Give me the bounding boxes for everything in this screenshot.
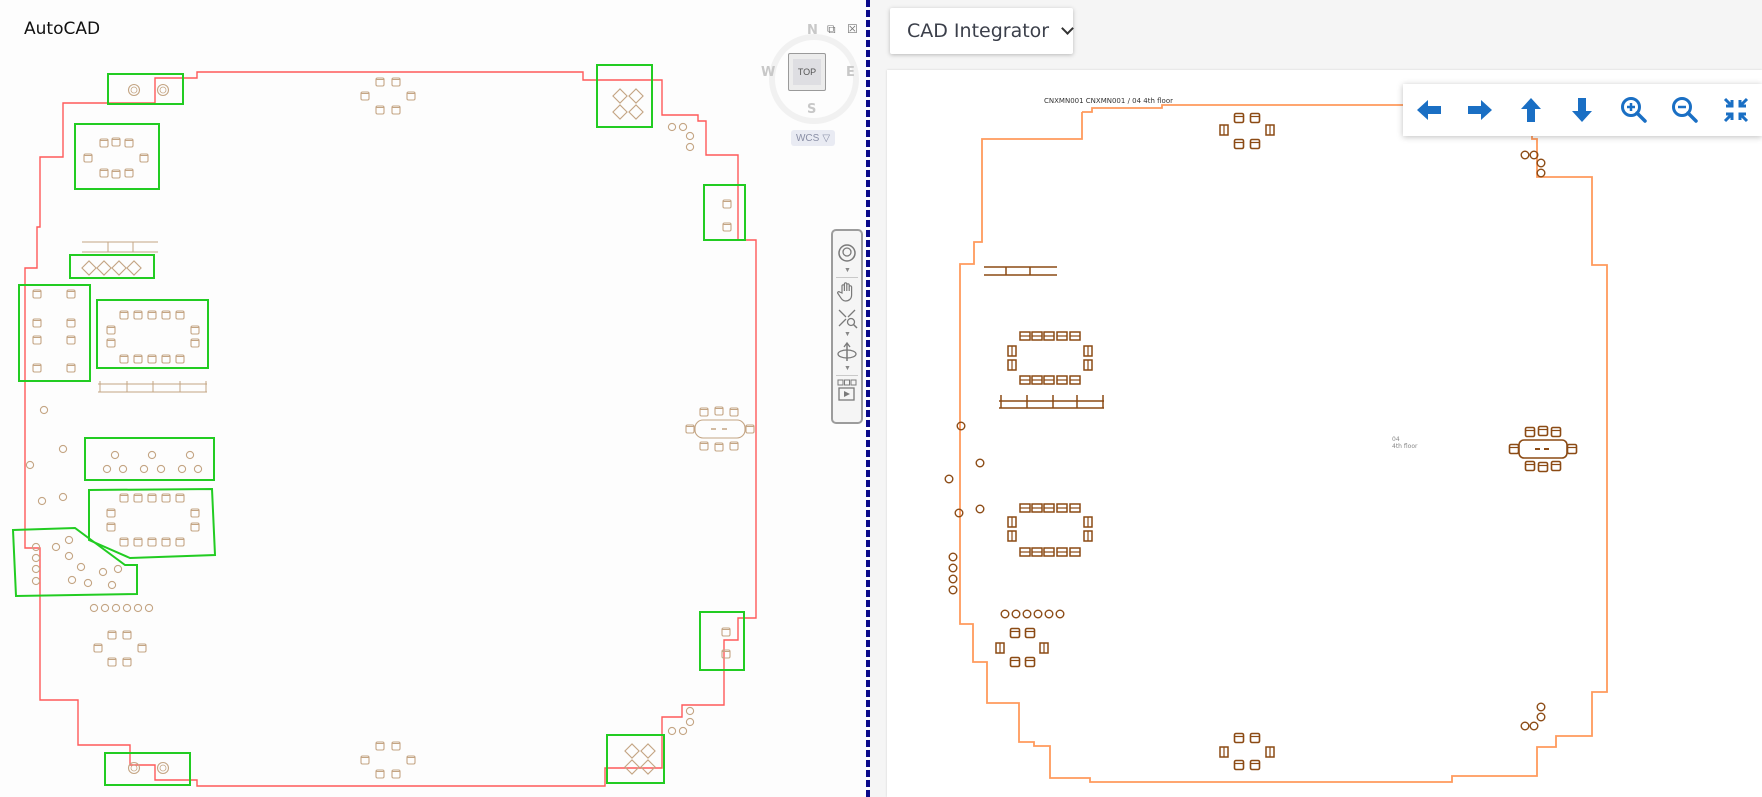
bench-1 — [82, 241, 158, 253]
app-selector-label: CAD Integrator — [907, 20, 1050, 42]
diamond-chairs-bottom-right — [624, 743, 656, 775]
compass-east[interactable]: E — [846, 65, 855, 80]
stools-left — [944, 421, 1065, 619]
bench-top-left — [984, 266, 1057, 276]
zoom-out-button[interactable] — [1659, 84, 1710, 136]
viewcube-top-face[interactable]: TOP — [788, 53, 826, 91]
drawing-path-label: CNXMN001 CNXMN001 / 04 4th floor — [1044, 97, 1173, 105]
integrator-floor-plan[interactable] — [887, 70, 1762, 797]
pan-right-button[interactable] — [1454, 84, 1505, 136]
diamond-chairs-row — [81, 260, 142, 276]
zoom-extents-icon[interactable] — [836, 307, 858, 329]
pan-down-button[interactable] — [1557, 84, 1608, 136]
lounge-bottom-center — [1219, 732, 1275, 771]
lounge-top-center — [1219, 112, 1275, 150]
steering-wheel-icon[interactable] — [836, 243, 858, 263]
meeting-table-1 — [1007, 331, 1093, 385]
zoom-in-button[interactable] — [1608, 84, 1659, 136]
pan-left-button[interactable] — [1403, 84, 1454, 136]
meeting-chairs-3 — [106, 493, 200, 547]
caret-down-icon: ▽ — [822, 132, 831, 144]
stools-right — [667, 122, 695, 736]
pan-hand-icon[interactable] — [836, 281, 858, 303]
meeting-chairs-2 — [106, 310, 200, 364]
fit-to-screen-button[interactable] — [1711, 84, 1762, 136]
chevron-down-icon — [1061, 22, 1074, 35]
arrow-down-icon — [1572, 98, 1593, 122]
oval-table-right — [685, 406, 755, 452]
compass-north[interactable]: N — [807, 23, 818, 38]
caret-down-icon[interactable]: ▼ — [844, 267, 851, 274]
meeting-chairs-1 — [83, 137, 149, 179]
drawing-canvas[interactable]: CNXMN001 CNXMN001 / 04 4th floor 04 4th … — [887, 70, 1762, 797]
arrow-right-icon — [1467, 100, 1492, 120]
autocad-title: AutoCAD — [24, 19, 101, 39]
restore-window-icon[interactable]: ⧉ — [827, 22, 836, 36]
furniture-bottom-center — [360, 741, 416, 779]
round-chairs-top — [127, 83, 170, 97]
building-outline — [959, 104, 1608, 783]
bench-2 — [98, 381, 207, 393]
close-icon[interactable]: ☒ — [847, 22, 858, 36]
caret-down-icon[interactable]: ▼ — [844, 331, 851, 338]
autocad-floor-plan-canvas[interactable] — [0, 0, 866, 797]
caret-down-icon[interactable]: ▼ — [844, 365, 851, 372]
showmotion-icon[interactable] — [836, 379, 858, 403]
collapse-icon — [1724, 97, 1749, 123]
viewcube-compass-ring[interactable] — [769, 34, 859, 124]
view-navigation-toolbar — [1403, 84, 1762, 136]
selection-boxes[interactable] — [11, 64, 746, 786]
round-chairs-bottom — [127, 761, 170, 775]
diamond-chairs-top-right — [612, 88, 644, 120]
compass-west[interactable]: W — [761, 65, 776, 80]
meeting-table-2 — [1007, 503, 1093, 557]
bench-mid-left — [999, 395, 1104, 409]
app-selector-dropdown[interactable]: CAD Integrator — [890, 8, 1074, 54]
ucs-dropdown[interactable]: WCS▽ — [791, 130, 835, 146]
lounge-chairs-lower-left — [93, 630, 147, 667]
floor-label: 04 4th floor — [1392, 436, 1418, 450]
arrow-up-icon — [1521, 98, 1542, 122]
zoom-out-icon — [1672, 97, 1698, 123]
furniture-top-center — [360, 77, 416, 115]
split-divider[interactable] — [866, 0, 870, 797]
cad-integrator-panel: CAD Integrator CNXMN001 CNXMN001 / 04 4t… — [870, 0, 1762, 797]
lounge-bottom-left — [995, 627, 1049, 668]
compass-south[interactable]: S — [807, 102, 817, 117]
navigation-bar: ▼ ▼ ▼ — [831, 229, 863, 424]
autocad-panel: AutoCAD — [0, 0, 866, 797]
pan-up-button[interactable] — [1506, 84, 1557, 136]
chairs-left-column — [32, 289, 76, 373]
orbit-icon[interactable] — [836, 341, 858, 363]
viewcube[interactable]: TOP N S E W ⧉ ☒ WCS▽ — [755, 20, 870, 150]
building-outline — [24, 71, 757, 787]
oval-table-right — [1508, 425, 1578, 473]
zoom-in-icon — [1620, 97, 1647, 123]
arrow-left-icon — [1416, 100, 1441, 120]
